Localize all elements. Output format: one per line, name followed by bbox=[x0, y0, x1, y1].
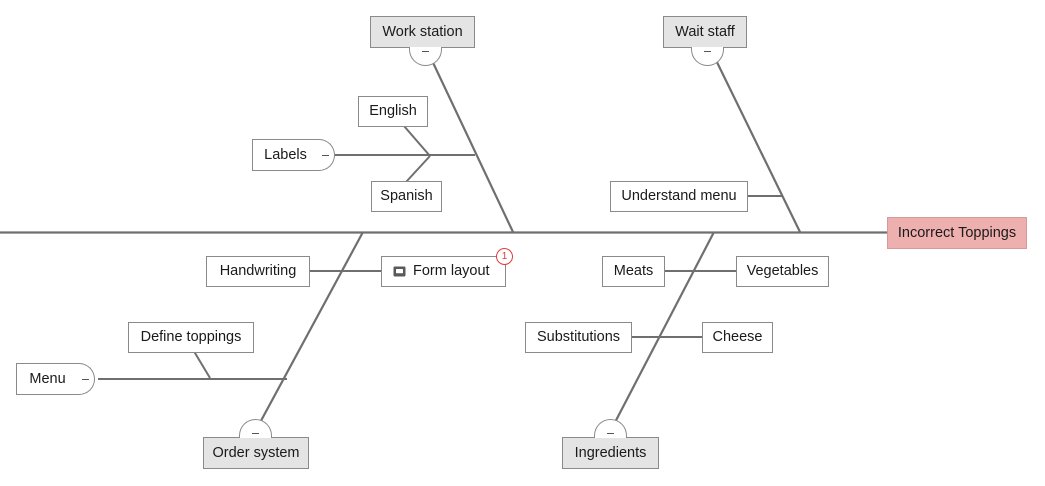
cause-node-understand-menu-label: Understand menu bbox=[621, 188, 737, 205]
category-node-order-system[interactable]: Order system bbox=[203, 437, 309, 469]
note-icon bbox=[393, 265, 406, 278]
effect-node[interactable]: Incorrect Toppings bbox=[887, 217, 1027, 249]
cause-node-handwriting[interactable]: Handwriting bbox=[206, 256, 310, 287]
cause-node-menu[interactable]: Menu bbox=[16, 363, 78, 395]
collapse-handle-ingredients[interactable] bbox=[594, 419, 627, 438]
comment-count-badge[interactable]: 1 bbox=[496, 248, 513, 265]
category-node-wait-staff-label: Wait staff bbox=[675, 23, 735, 40]
cause-node-define-toppings[interactable]: Define toppings bbox=[128, 322, 254, 353]
category-node-wait-staff[interactable]: Wait staff bbox=[663, 16, 747, 48]
minus-icon bbox=[704, 51, 711, 52]
cause-node-understand-menu[interactable]: Understand menu bbox=[610, 181, 748, 212]
category-node-work-station[interactable]: Work station bbox=[370, 16, 475, 48]
cause-node-labels[interactable]: Labels bbox=[252, 139, 318, 171]
minus-icon bbox=[322, 154, 329, 156]
minus-icon bbox=[82, 378, 89, 380]
cause-node-form-layout[interactable]: Form layout bbox=[381, 256, 506, 287]
collapse-handle-order-system[interactable] bbox=[239, 419, 272, 438]
cause-node-vegetables-label: Vegetables bbox=[746, 263, 819, 280]
minus-icon bbox=[422, 51, 429, 52]
category-node-ingredients-label: Ingredients bbox=[574, 444, 647, 461]
cause-node-substitutions-label: Substitutions bbox=[536, 329, 621, 346]
cause-node-english[interactable]: English bbox=[358, 96, 428, 127]
collapse-handle-wait-staff[interactable] bbox=[691, 47, 724, 66]
cause-node-spanish[interactable]: Spanish bbox=[371, 181, 442, 212]
cause-node-meats-label: Meats bbox=[613, 263, 654, 280]
cause-node-menu-label: Menu bbox=[29, 370, 66, 387]
link-english bbox=[403, 125, 431, 157]
minus-icon bbox=[607, 433, 614, 434]
link-spanish bbox=[405, 155, 431, 183]
collapse-handle-menu[interactable] bbox=[77, 363, 95, 395]
category-node-ingredients[interactable]: Ingredients bbox=[562, 437, 659, 469]
cause-node-vegetables[interactable]: Vegetables bbox=[736, 256, 829, 287]
cause-node-meats[interactable]: Meats bbox=[602, 256, 665, 287]
cause-node-spanish-label: Spanish bbox=[380, 188, 433, 205]
cause-node-define-toppings-label: Define toppings bbox=[140, 329, 242, 346]
minus-icon bbox=[252, 433, 259, 434]
effect-node-label: Incorrect Toppings bbox=[897, 224, 1017, 241]
category-node-order-system-label: Order system bbox=[212, 444, 300, 461]
cause-node-labels-label: Labels bbox=[264, 146, 307, 163]
cause-node-cheese-label: Cheese bbox=[712, 329, 763, 346]
category-node-work-station-label: Work station bbox=[382, 23, 463, 40]
collapse-handle-labels[interactable] bbox=[317, 139, 335, 171]
cause-node-form-layout-label: Form layout bbox=[413, 263, 490, 280]
cause-node-cheese[interactable]: Cheese bbox=[702, 322, 773, 353]
cause-node-handwriting-label: Handwriting bbox=[219, 263, 297, 280]
cause-node-english-label: English bbox=[369, 103, 417, 120]
cause-node-substitutions[interactable]: Substitutions bbox=[525, 322, 632, 353]
collapse-handle-work-station[interactable] bbox=[409, 47, 442, 66]
